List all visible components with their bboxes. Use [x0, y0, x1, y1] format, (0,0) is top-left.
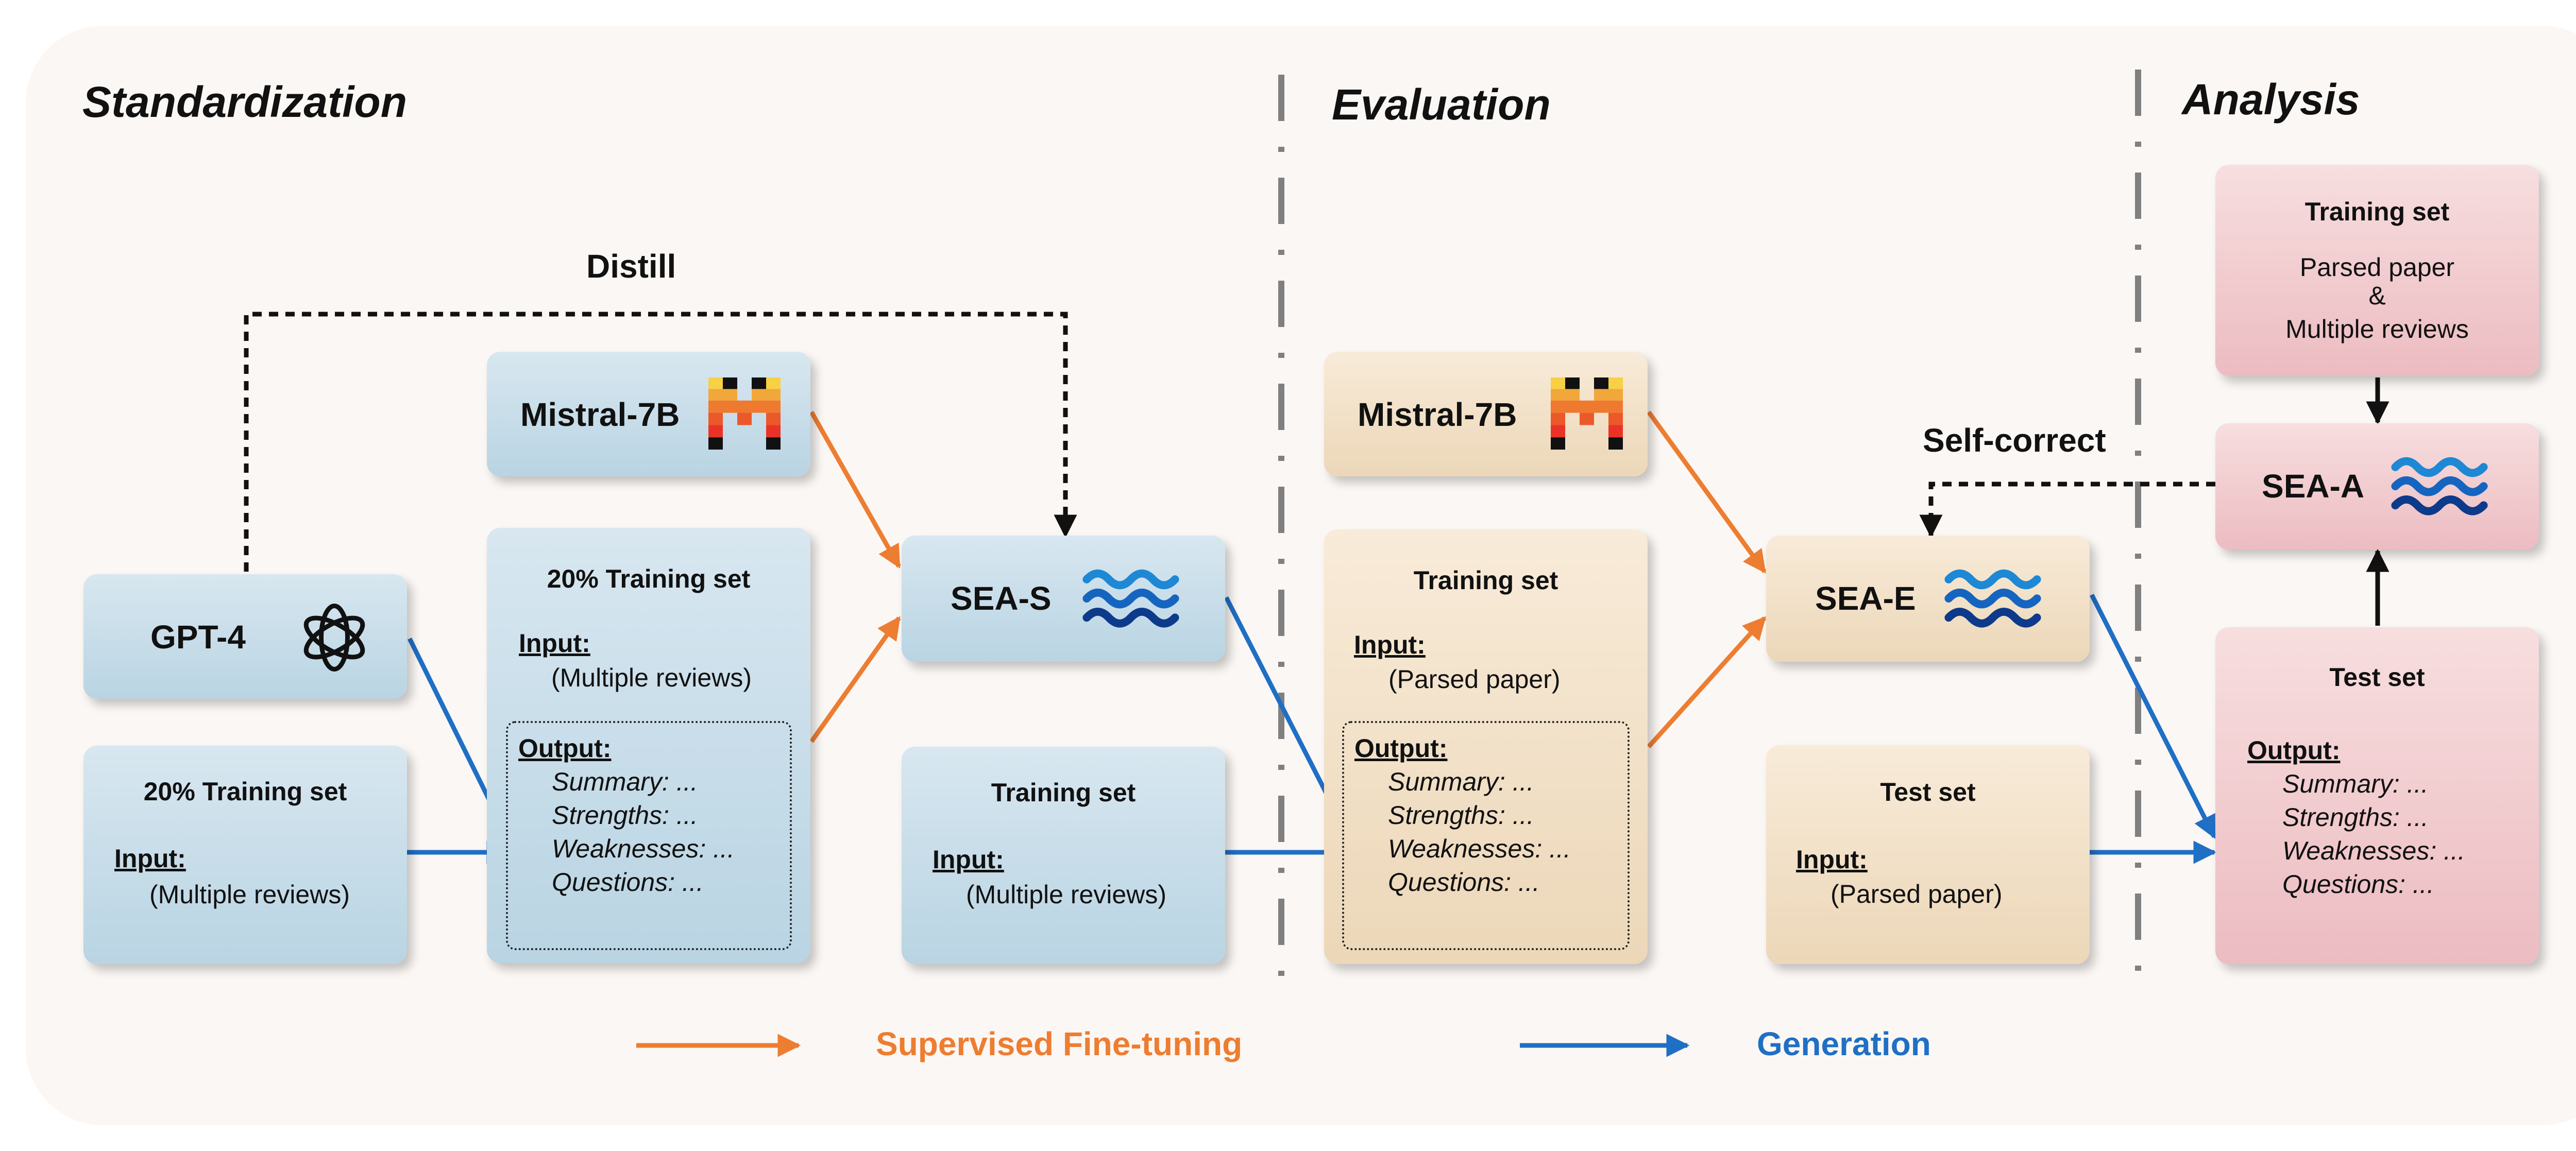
section-title-standardization: Standardization — [82, 78, 408, 126]
training-set-input-value: (Multiple reviews) — [966, 880, 1166, 909]
mistral-label-evaluation: Mistral-7B — [1358, 396, 1517, 433]
subset-train-output-item: Strengths: ... — [552, 801, 698, 830]
sft-arrow-mistral-to-sea-e — [1647, 410, 1767, 574]
subset-train-title: 20% Training set — [547, 564, 751, 593]
eval-training-set-output-label: Output: — [1354, 734, 1448, 763]
legend-generation-label: Generation — [1757, 1025, 1931, 1062]
analysis-training-set-title: Training set — [2304, 197, 2450, 226]
subset-input-input-label: Input: — [114, 844, 186, 873]
analysis-training-set-line: Multiple reviews — [2285, 315, 2469, 343]
analysis-training-set-node: Training set Parsed paper & Multiple rev… — [2215, 165, 2539, 376]
analysis-test-set-output-item: Weaknesses: ... — [2282, 836, 2465, 865]
sea-wave-logo-icon — [2391, 457, 2488, 516]
eval-test-set-input-value: (Parsed paper) — [1831, 880, 2003, 908]
subset-train-output-item: Questions: ... — [552, 868, 704, 897]
background-panel — [26, 26, 2576, 1125]
section-title-analysis: Analysis — [2182, 75, 2360, 124]
subset-train-input-label: Input: — [519, 629, 590, 658]
subset-train-input-value: (Multiple reviews) — [551, 663, 752, 692]
training-set-input-node: Training set Input: (Multiple reviews) — [902, 747, 1225, 964]
eval-training-set-output-item: Questions: ... — [1388, 868, 1540, 897]
analysis-test-set-node: Test set Output: Summary: ... Strengths:… — [2215, 627, 2539, 964]
mistral-logo-icon — [1551, 377, 1623, 450]
eval-training-set-output-item: Weaknesses: ... — [1388, 834, 1571, 863]
analysis-test-set-title: Test set — [2329, 663, 2425, 692]
subset-train-output-item: Summary: ... — [552, 767, 698, 796]
analysis-training-set-line: Parsed paper — [2299, 253, 2455, 282]
eval-training-set-input-label: Input: — [1354, 630, 1426, 659]
subset-input-title: 20% Training set — [143, 777, 347, 806]
sea-s-node: SEA-S — [902, 536, 1225, 662]
mistral-label-standardization: Mistral-7B — [520, 396, 680, 433]
analysis-test-set-output-label: Output: — [2247, 736, 2341, 765]
distill-arrow — [244, 312, 1077, 572]
eval-test-set-input-label: Input: — [1796, 845, 1868, 874]
analysis-test-set-output-item: Strengths: ... — [2282, 803, 2429, 832]
subset-train-node: 20% Training set Input: (Multiple review… — [487, 528, 810, 963]
gpt4-label: GPT-4 — [150, 619, 246, 656]
sft-arrow-train-to-sea-e — [1647, 616, 1767, 749]
eval-training-set-title: Training set — [1413, 566, 1558, 595]
subset-input-node: 20% Training set Input: (Multiple review… — [83, 746, 407, 964]
sea-a-node: SEA-A — [2215, 423, 2539, 549]
eval-training-set-output-frame: Output: Summary: ... Strengths: ... Weak… — [1342, 721, 1630, 950]
legend-sft-label: Supervised Fine-tuning — [876, 1025, 1243, 1062]
analysis-training-set-line: & — [2368, 281, 2386, 310]
sea-s-label: SEA-S — [951, 580, 1052, 617]
analysis-test-set-output-item: Summary: ... — [2282, 769, 2429, 798]
training-set-input-label: Input: — [933, 845, 1004, 874]
sea-e-label: SEA-E — [1815, 580, 1916, 617]
subset-train-output-label: Output: — [518, 734, 612, 763]
openai-logo-icon — [303, 604, 365, 672]
self-correct-arrow — [1919, 482, 2215, 538]
sft-arrow-train-to-sea-s — [809, 616, 901, 743]
eval-test-set-node: Test set Input: (Parsed paper) — [1766, 745, 2090, 964]
section-title-evaluation: Evaluation — [1332, 80, 1551, 129]
analysis-test-set-output-item: Questions: ... — [2282, 870, 2434, 899]
eval-training-set-input-value: (Parsed paper) — [1388, 665, 1561, 694]
self-correct-label: Self-correct — [1923, 422, 2106, 459]
eval-training-set-node: Training set Input: (Parsed paper) Outpu… — [1324, 529, 1648, 964]
sea-a-label: SEA-A — [2262, 468, 2365, 505]
mistral-node-evaluation: Mistral-7B — [1324, 352, 1648, 476]
mistral-logo-icon — [708, 377, 781, 450]
distill-label: Distill — [586, 248, 676, 285]
eval-training-set-output-item: Strengths: ... — [1388, 801, 1534, 830]
eval-test-set-title: Test set — [1880, 778, 1976, 806]
sea-wave-logo-icon — [1082, 569, 1179, 628]
eval-training-set-output-item: Summary: ... — [1388, 767, 1534, 796]
training-set-input-title: Training set — [991, 778, 1136, 807]
sea-wave-logo-icon — [1944, 569, 2041, 628]
mistral-node-standardization: Mistral-7B — [487, 352, 810, 476]
gen-arrow-sea-e-to-output — [2089, 593, 2217, 839]
sft-arrow-mistral-to-sea-s — [809, 410, 901, 569]
subset-train-output-item: Weaknesses: ... — [552, 834, 735, 863]
gpt4-node: GPT-4 — [83, 574, 407, 699]
sea-e-node: SEA-E — [1766, 536, 2090, 662]
subset-train-output-frame: Output: Summary: ... Strengths: ... Weak… — [506, 721, 792, 950]
subset-input-input-value: (Multiple reviews) — [149, 880, 350, 909]
